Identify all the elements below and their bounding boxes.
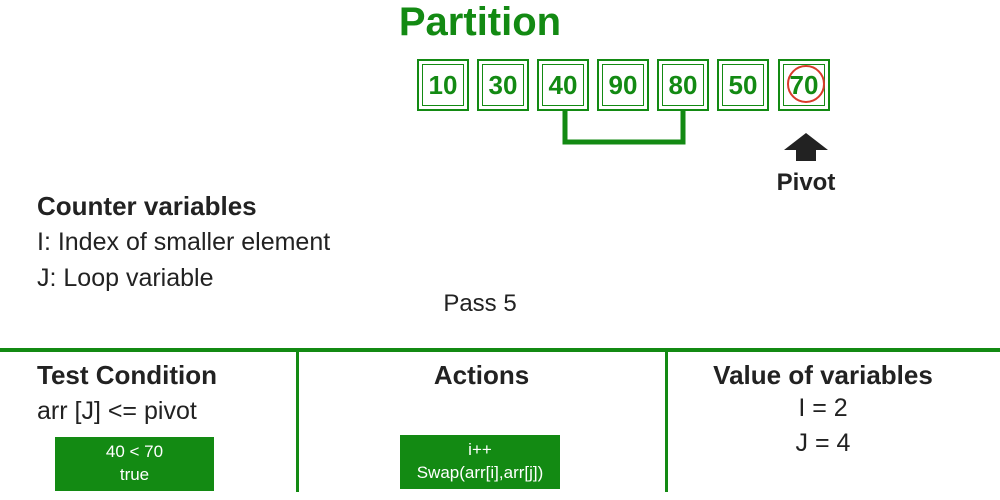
array-cell: 30: [477, 59, 529, 111]
page-title: Partition: [398, 0, 562, 44]
array-cell-value: 40: [548, 69, 578, 100]
test-condition-expression: arr [J] <= pivot: [37, 397, 197, 425]
action-line: i++: [468, 440, 492, 459]
array-cell: 50: [717, 59, 769, 111]
test-result-line: true: [119, 465, 150, 484]
test-result-box: 40 < 70 true: [55, 437, 214, 491]
up-arrow-icon: [784, 133, 828, 161]
compare-bracket: [562, 111, 686, 145]
test-result-line: 40 < 70: [105, 442, 164, 461]
array-cell: 90: [597, 59, 649, 111]
column-divider: [665, 351, 668, 492]
pivot-label: Pivot: [776, 169, 836, 196]
pass-label: Pass 5: [443, 290, 517, 317]
array-cell-value: 70: [789, 69, 819, 100]
actions-heading: Actions: [433, 360, 530, 390]
counter-line: I: Index of smaller element: [37, 228, 331, 256]
test-condition-heading: Test Condition: [37, 360, 218, 390]
variable-value: J = 4: [795, 429, 851, 457]
variable-value: I = 2: [798, 394, 848, 422]
variables-heading: Value of variables: [713, 360, 933, 390]
array-cell-value: 30: [488, 69, 518, 100]
array-cell: 40: [537, 59, 589, 111]
array-cell: 80: [657, 59, 709, 111]
array-cell-value: 80: [668, 69, 698, 100]
counter-line: J: Loop variable: [37, 264, 214, 292]
pivot-highlight-circle: [787, 65, 825, 103]
pivot-cell: 70: [778, 59, 830, 111]
array-cell-value: 90: [608, 69, 638, 100]
column-divider: [296, 351, 299, 492]
actions-box: i++ Swap(arr[i],arr[j]): [400, 435, 560, 489]
array-cell-value: 10: [428, 69, 458, 100]
array-cell-value: 50: [728, 69, 758, 100]
partition-array: 10 30 40 90 80 50 70 Pivot: [0, 0, 1000, 210]
table-divider: [0, 348, 1000, 352]
counter-variables: Counter variables I: Index of smaller el…: [37, 188, 330, 296]
variables-column: Value of variables I = 2 J = 4: [668, 359, 978, 461]
test-condition-column: Test Condition arr [J] <= pivot: [37, 359, 217, 427]
array-cell: 10: [417, 59, 469, 111]
counter-heading: Counter variables: [37, 191, 257, 221]
action-line: Swap(arr[i],arr[j]): [416, 463, 544, 482]
